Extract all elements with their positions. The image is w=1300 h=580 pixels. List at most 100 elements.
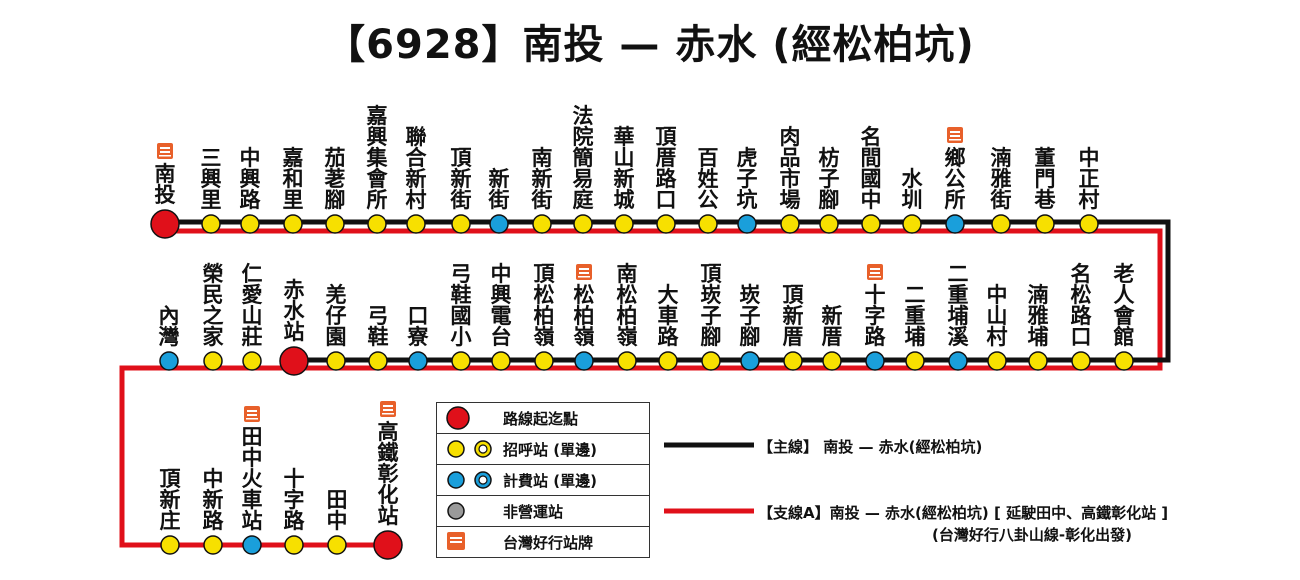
stop-label-1-1: 榮民之家 [203,262,225,349]
stop-marker-1-15[interactable] [783,351,803,371]
stop-marker-0-7[interactable] [451,214,471,234]
stop-marker-1-3[interactable] [279,346,309,376]
sign-icon-2-5 [380,401,396,417]
stop-marker-0-11[interactable] [614,214,634,234]
stop-label-1-0: 內灣 [159,304,180,349]
main-line-label: 【主線】 南投 — 赤水(經松柏坑) [758,438,983,456]
stop-marker-2-5[interactable] [373,530,403,560]
stop-marker-0-20[interactable] [991,214,1011,234]
stop-marker-1-16[interactable] [822,351,842,371]
stop-marker-2-4[interactable] [327,535,347,555]
legend-row-sign: 台灣好行站牌 [437,527,649,558]
stop-label-1-2: 仁愛山莊 [242,262,263,349]
taiwan-tourist-shuttle-sign-icon [447,532,465,550]
legend-row-flag: 招呼站 (單邊) [437,434,649,465]
stop-label-2-5: 高鐵彰化站 [378,420,399,528]
stop-marker-1-17[interactable] [865,351,885,371]
stop-marker-1-0[interactable] [159,351,179,371]
stop-marker-0-9[interactable] [532,214,552,234]
stop-marker-0-18[interactable] [902,214,922,234]
stop-marker-0-15[interactable] [780,214,800,234]
stop-marker-0-13[interactable] [698,214,718,234]
stop-marker-1-7[interactable] [451,351,471,371]
stop-marker-1-6[interactable] [408,351,428,371]
stop-marker-0-21[interactable] [1035,214,1055,234]
stop-marker-0-10[interactable] [573,214,593,234]
stop-marker-0-22[interactable] [1079,214,1099,234]
stop-label-0-0: 南投 [155,162,176,207]
stop-marker-1-23[interactable] [1114,351,1134,371]
stop-label-0-22: 中正村 [1079,146,1100,212]
stop-label-1-11: 南松柏嶺 [617,262,638,349]
stop-marker-1-2[interactable] [242,351,262,371]
stop-marker-0-16[interactable] [819,214,839,234]
stop-label-0-12: 頂厝路口 [656,125,678,212]
stop-marker-2-1[interactable] [203,535,223,555]
stop-label-0-7: 頂新街 [450,146,473,212]
legend-box: 路線起迄點 招呼站 (單邊) 計費站 (單邊) 非營運站 台灣好行站牌 [436,402,650,558]
legend-row-fare: 計費站 (單邊) [437,465,649,496]
stop-label-2-4: 田中 [327,488,348,533]
stop-marker-1-11[interactable] [617,351,637,371]
stop-marker-0-0[interactable] [150,209,180,239]
stop-marker-1-18[interactable] [905,351,925,371]
stop-marker-0-3[interactable] [283,214,303,234]
stop-label-1-21: 湳雅埔 [1028,283,1049,349]
stop-label-0-18: 水圳 [902,167,924,212]
stop-label-0-1: 三興里 [201,146,222,212]
stop-label-0-10: 法院簡易庭 [573,104,594,212]
stop-label-1-17: 十字路 [865,283,887,349]
stop-label-1-12: 大車路 [658,283,680,349]
stop-marker-1-22[interactable] [1071,351,1091,371]
stop-marker-0-2[interactable] [240,214,260,234]
stop-label-1-19: 二重埔溪 [948,262,970,349]
sign-icon-2-2 [244,406,260,422]
stop-marker-1-19[interactable] [948,351,968,371]
stop-marker-0-12[interactable] [656,214,676,234]
sign-icon-0-0 [157,143,173,159]
stop-marker-1-1[interactable] [203,351,223,371]
stop-label-1-23: 老人會館 [1114,262,1136,349]
stop-marker-2-0[interactable] [160,535,180,555]
stop-marker-0-4[interactable] [325,214,345,234]
stop-label-0-5: 嘉興集會所 [366,104,389,212]
stop-marker-0-19[interactable] [945,214,965,234]
sign-icon-1-10 [576,264,592,280]
stop-marker-0-5[interactable] [367,214,387,234]
stop-label-1-3: 赤水站 [284,278,306,344]
stop-marker-1-4[interactable] [326,351,346,371]
stop-marker-0-8[interactable] [489,214,509,234]
stop-marker-0-6[interactable] [406,214,426,234]
stop-label-0-20: 湳雅街 [990,146,1012,212]
stop-marker-1-5[interactable] [368,351,388,371]
stop-marker-0-1[interactable] [201,214,221,234]
stop-label-1-18: 二重埔 [905,283,926,349]
legend-row-non-service: 非營運站 [437,496,649,527]
stop-marker-2-3[interactable] [284,535,304,555]
stop-label-1-7: 弓鞋國小 [451,262,472,349]
stop-marker-0-17[interactable] [861,214,881,234]
stop-marker-1-21[interactable] [1028,351,1048,371]
stop-marker-2-2[interactable] [242,535,262,555]
stop-marker-1-13[interactable] [701,351,721,371]
stop-label-1-4: 羌仔園 [326,283,347,349]
legend-label-non-service: 非營運站 [503,503,564,521]
stop-marker-1-20[interactable] [987,351,1007,371]
fare-stop-icon [447,471,492,489]
branch-line-label: 【支線A】南投 — 赤水(經松柏坑) [ 延駛田中、高鐵彰化站 ] [758,504,1169,522]
legend-label-terminal: 路線起迄點 [503,410,579,428]
stop-label-1-14: 崁子腳 [740,283,761,349]
stop-marker-1-8[interactable] [491,351,511,371]
stop-marker-1-12[interactable] [658,351,678,371]
stop-marker-1-9[interactable] [534,351,554,371]
branch-line-swatch [664,508,754,514]
stop-marker-0-14[interactable] [737,214,757,234]
legend-label-fare: 計費站 (單邊) [503,472,597,490]
stop-label-0-21: 董門巷 [1034,146,1057,212]
stop-label-1-9: 頂松柏嶺 [534,262,556,349]
stop-marker-1-14[interactable] [740,351,760,371]
stop-label-1-5: 弓鞋 [368,304,389,349]
stop-label-0-11: 華山新城 [614,125,635,212]
stop-label-0-2: 中興路 [240,146,262,212]
stop-marker-1-10[interactable] [574,351,594,371]
